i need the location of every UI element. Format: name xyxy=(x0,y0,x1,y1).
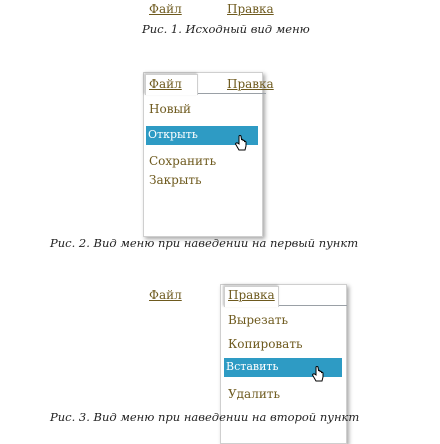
menu-item-open-highlight[interactable] xyxy=(146,126,258,145)
menu-item-paste-highlight[interactable] xyxy=(224,358,342,377)
figure-3-caption: Рис. 3. Вид меню при наведении на второй… xyxy=(50,410,360,424)
figure-3: Файл Правка Вырезать Копировать Вставить… xyxy=(0,280,440,444)
menu-bar-underline xyxy=(277,305,347,306)
menu-item-cut[interactable]: Вырезать xyxy=(228,313,289,327)
figure-2-caption: Рис. 2. Вид меню при наведении на первый… xyxy=(50,236,359,250)
figure-2: Файл Правка Новый Открыть Сохранить Закр… xyxy=(0,60,440,275)
menu-bar-underline xyxy=(196,93,266,94)
menu-item-copy[interactable]: Копировать xyxy=(228,337,303,351)
menu-item-open[interactable]: Открыть xyxy=(148,128,198,141)
menu-item-save[interactable]: Сохранить xyxy=(149,154,217,168)
menu-item-close[interactable]: Закрыть xyxy=(149,173,202,187)
hand-pointer-icon xyxy=(234,135,247,151)
menu-item-new[interactable]: Новый xyxy=(149,102,191,116)
menu-item-delete[interactable]: Удалить xyxy=(228,387,281,401)
menu-edit[interactable]: Правка xyxy=(227,2,274,16)
menu-file[interactable]: Файл xyxy=(149,2,182,16)
figure-1: Файл Правка Рис. 1. Исходный вид меню xyxy=(0,0,440,45)
menu-edit-active[interactable]: Правка xyxy=(228,288,275,302)
menu-edit[interactable]: Правка xyxy=(227,77,274,91)
menu-file-active[interactable]: Файл xyxy=(149,77,182,91)
figure-1-caption: Рис. 1. Исходный вид меню xyxy=(142,22,310,36)
menu-file-tab xyxy=(145,74,198,95)
dropdown-panel xyxy=(143,72,263,237)
menu-edit-tab xyxy=(224,286,279,307)
hand-pointer-icon xyxy=(311,366,324,382)
menu-file[interactable]: Файл xyxy=(149,288,182,302)
menu-item-paste[interactable]: Вставить xyxy=(226,360,279,373)
